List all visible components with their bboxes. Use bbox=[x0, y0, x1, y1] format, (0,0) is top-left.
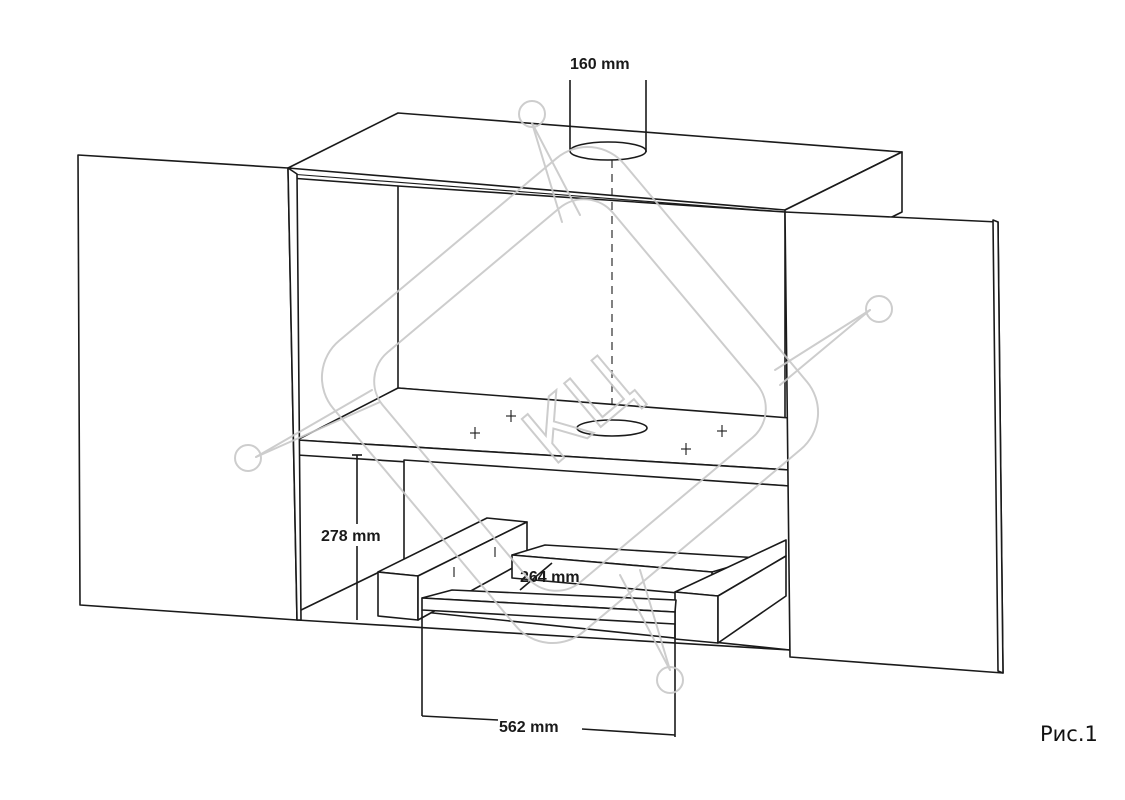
left-frame-inner bbox=[287, 167, 302, 621]
upper-left-inner-edge bbox=[289, 177, 399, 187]
cabinet-drawing bbox=[77, 80, 1004, 737]
depth-dimension-line bbox=[519, 562, 553, 591]
duct-diameter-label: 160 mm bbox=[570, 56, 630, 73]
right-frame-panel bbox=[784, 211, 1004, 674]
cavity-height-label: 278 mm bbox=[321, 528, 381, 545]
right-rail-front bbox=[674, 591, 719, 644]
cabinet-top-panel bbox=[287, 112, 903, 211]
left-rail-front bbox=[377, 571, 419, 621]
figure-caption: Рис.1 bbox=[1040, 722, 1098, 746]
width-dimension-line-left bbox=[421, 715, 499, 721]
right-frame-edge bbox=[992, 219, 1004, 674]
dimension-labels: 160 mm 278 mm 264 mm 562 mm bbox=[318, 53, 648, 736]
width-dimension-line-right bbox=[581, 728, 676, 736]
left-frame-panel bbox=[77, 154, 298, 621]
inner-width-label: 562 mm bbox=[499, 719, 559, 736]
right-rail-side bbox=[717, 555, 787, 644]
inner-depth-label: 264 mm bbox=[520, 569, 580, 586]
cabinet-bottom-edge bbox=[296, 619, 791, 651]
shelf-duct-hole bbox=[576, 419, 648, 437]
